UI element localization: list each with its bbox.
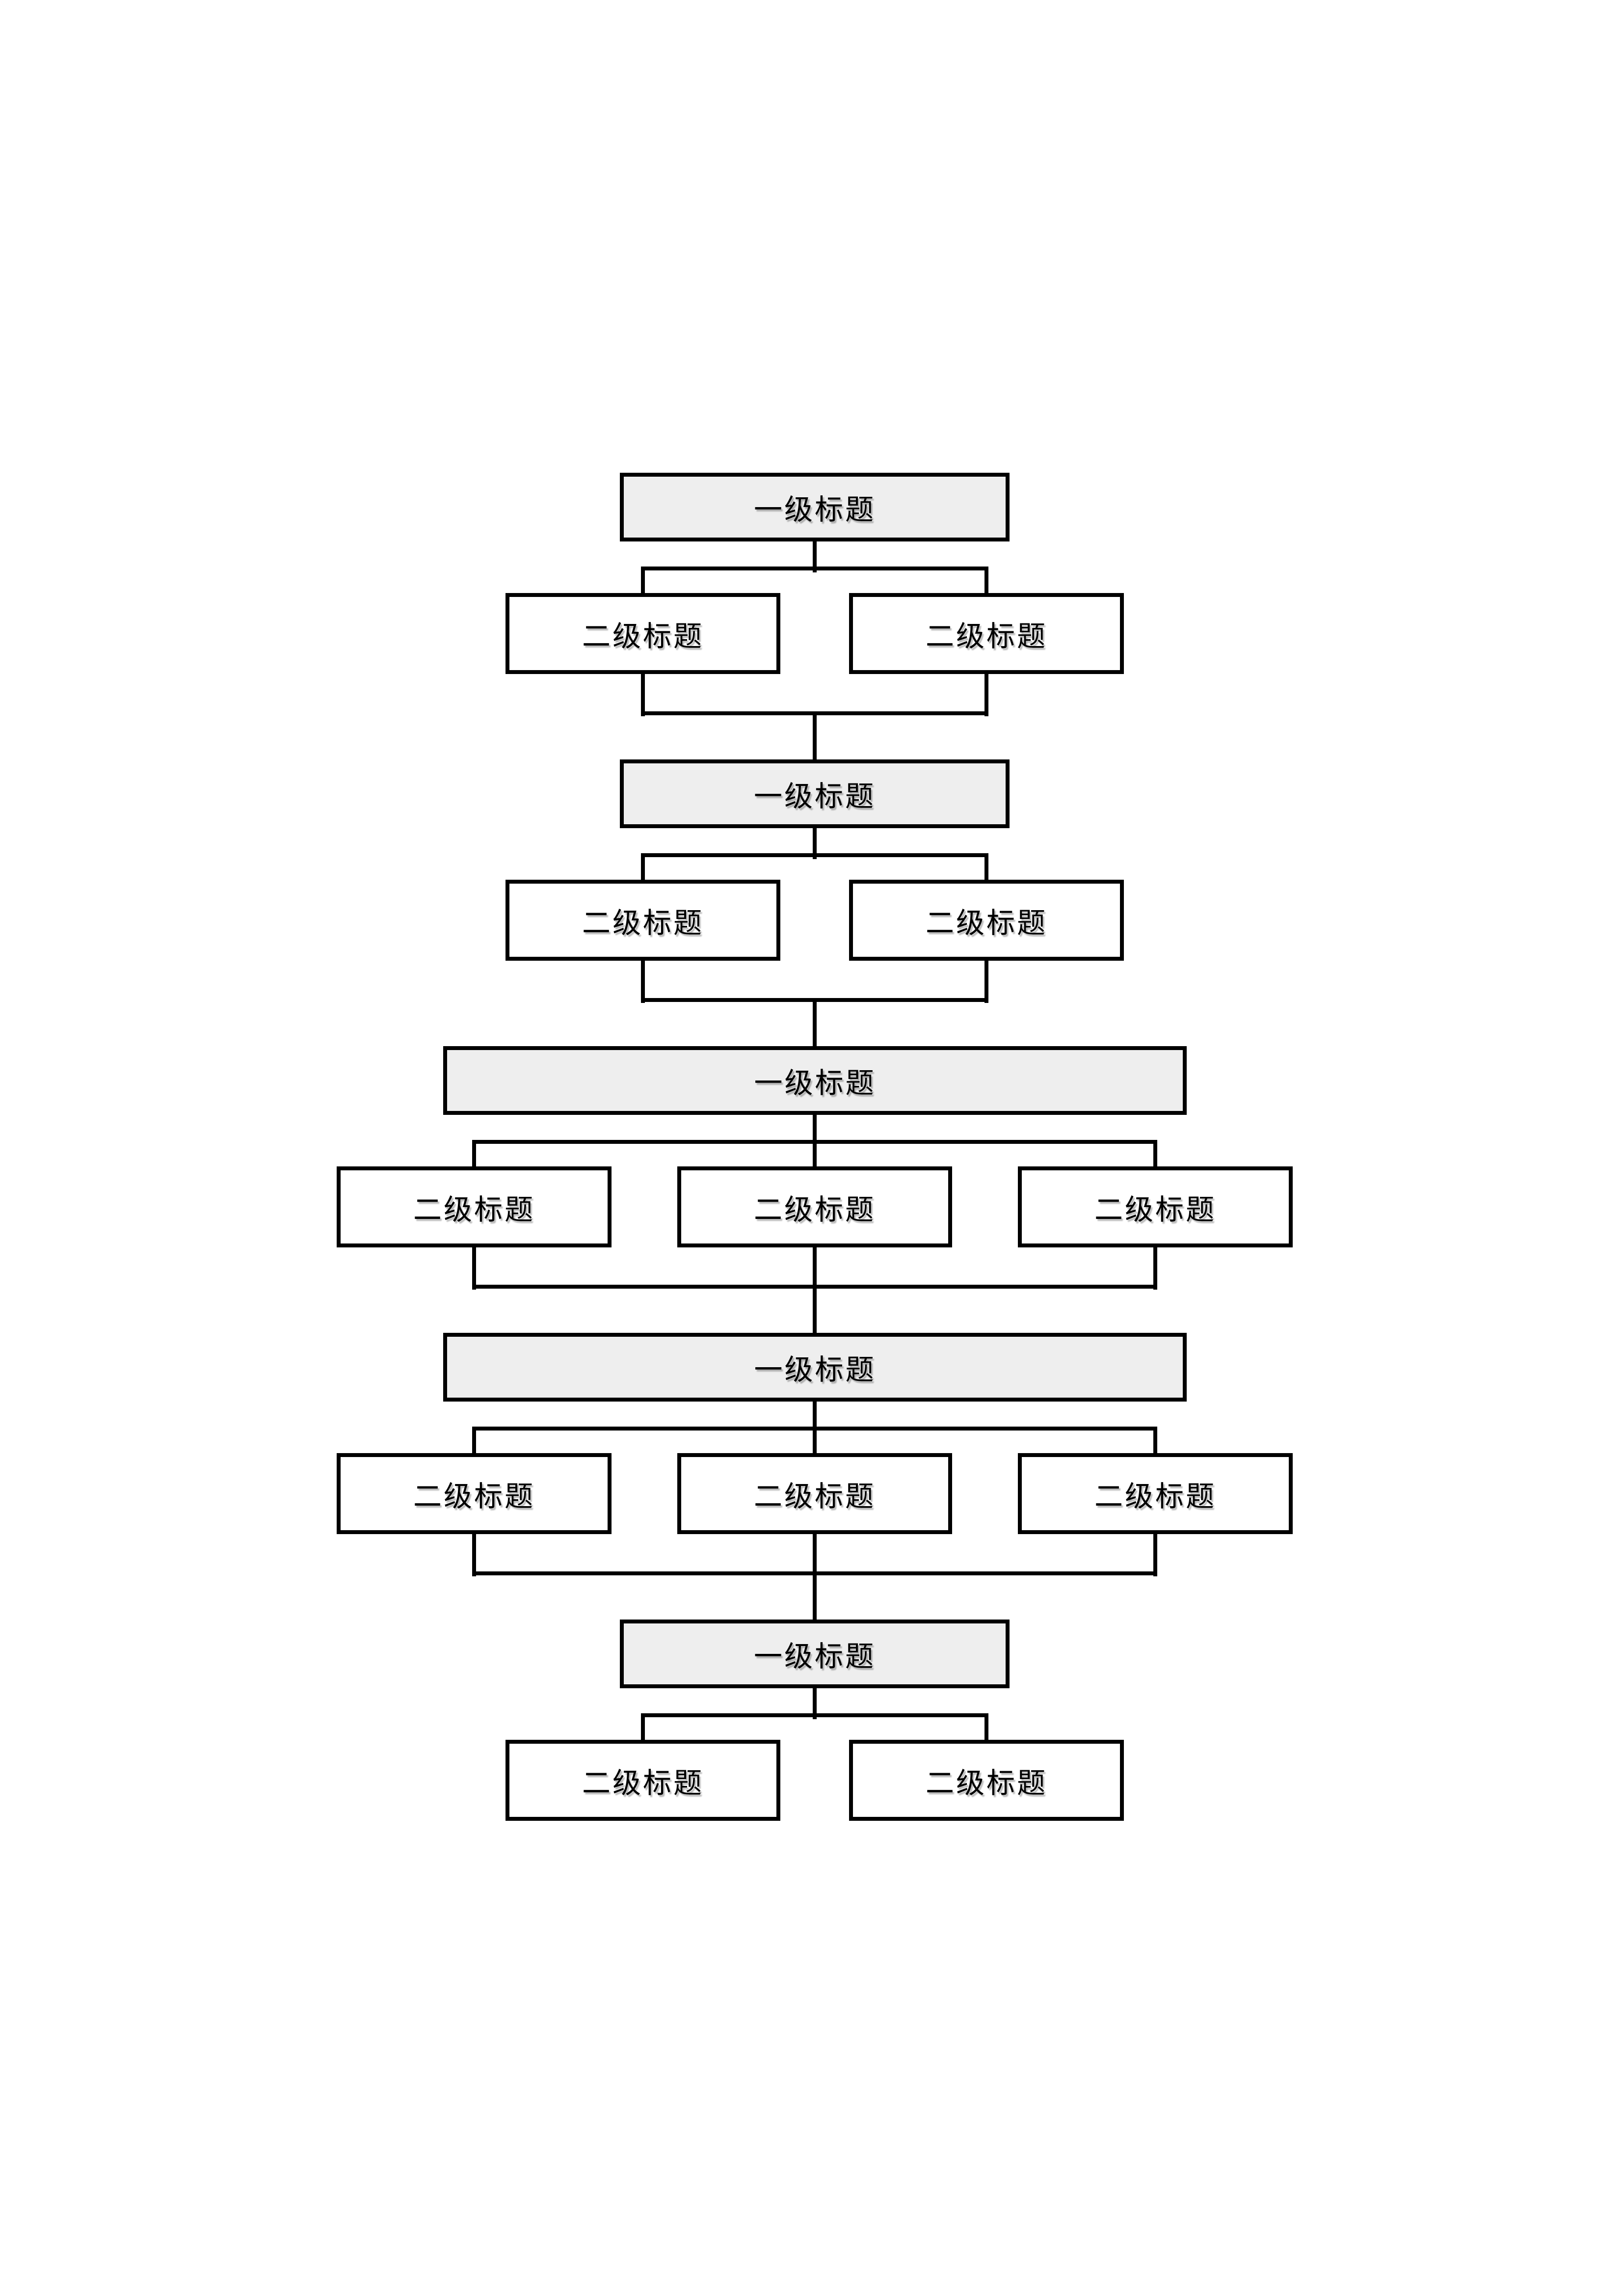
connector-line xyxy=(813,1571,817,1623)
connector-line xyxy=(1153,1140,1157,1170)
level2-box: 二级标题 xyxy=(506,593,780,674)
connector-line xyxy=(472,1140,476,1170)
level2-box: 二级标题 xyxy=(849,1740,1124,1821)
level1-heading-label: 一级标题 xyxy=(753,494,876,526)
level1-heading-label: 一级标题 xyxy=(754,1067,876,1099)
connector-line xyxy=(813,825,817,859)
connector-line xyxy=(813,1140,817,1170)
level2-box: 二级标题 xyxy=(1018,1166,1293,1247)
connector-line xyxy=(813,1398,817,1432)
level2-label: 二级标题 xyxy=(753,1480,876,1513)
connector-line xyxy=(472,1532,476,1576)
connector-line xyxy=(641,567,645,597)
level2-label: 二级标题 xyxy=(413,1193,535,1226)
connector-line xyxy=(813,1532,817,1576)
connector-line xyxy=(641,853,988,857)
level2-box: 二级标题 xyxy=(337,1166,612,1247)
level2-box: 二级标题 xyxy=(337,1453,612,1534)
connector-line xyxy=(641,672,645,716)
level1-heading-box: 一级标题 xyxy=(620,1620,1010,1688)
connector-line xyxy=(984,672,988,716)
level2-label: 二级标题 xyxy=(1094,1480,1216,1513)
connector-line xyxy=(813,711,817,763)
level2-label: 二级标题 xyxy=(925,1767,1047,1799)
level1-heading-box: 一级标题 xyxy=(443,1333,1187,1402)
connector-line xyxy=(813,538,817,572)
level1-heading-label: 一级标题 xyxy=(753,781,876,812)
connector-line xyxy=(1153,1532,1157,1576)
connector-line xyxy=(984,567,988,597)
connector-line xyxy=(641,958,645,1003)
connector-line xyxy=(1153,1427,1157,1457)
connector-line xyxy=(472,1245,476,1290)
level2-box: 二级标题 xyxy=(1018,1453,1293,1534)
connector-line xyxy=(641,853,645,884)
level2-label: 二级标题 xyxy=(753,1193,876,1226)
connector-line xyxy=(813,998,817,1050)
connector-line xyxy=(813,1111,817,1146)
level1-heading-box: 一级标题 xyxy=(620,473,1010,541)
level2-box: 二级标题 xyxy=(849,880,1124,961)
level2-label: 二级标题 xyxy=(582,1767,704,1799)
level1-heading-label: 一级标题 xyxy=(753,1641,876,1673)
level2-label: 二级标题 xyxy=(582,620,704,652)
connector-line xyxy=(641,567,988,570)
connector-line xyxy=(472,1427,476,1457)
level2-box: 二级标题 xyxy=(677,1166,952,1247)
connector-line xyxy=(813,1427,817,1457)
connector-line xyxy=(813,1285,817,1337)
level2-box: 二级标题 xyxy=(506,1740,780,1821)
connector-line xyxy=(641,1713,645,1744)
level2-box: 二级标题 xyxy=(506,880,780,961)
connector-line xyxy=(813,1685,817,1719)
connector-line xyxy=(984,853,988,884)
level2-label: 二级标题 xyxy=(413,1480,535,1513)
level1-heading-box: 一级标题 xyxy=(443,1046,1187,1115)
connector-line xyxy=(641,1713,988,1717)
connector-line xyxy=(1153,1245,1157,1290)
connector-line xyxy=(984,1713,988,1744)
level2-box: 二级标题 xyxy=(677,1453,952,1534)
level2-label: 二级标题 xyxy=(925,620,1047,652)
level1-heading-label: 一级标题 xyxy=(754,1354,876,1386)
level1-heading-box: 一级标题 xyxy=(620,759,1010,828)
level2-label: 二级标题 xyxy=(1094,1193,1216,1226)
level2-label: 二级标题 xyxy=(925,907,1047,939)
connector-line xyxy=(984,958,988,1003)
level2-box: 二级标题 xyxy=(849,593,1124,674)
connector-line xyxy=(813,1245,817,1290)
level2-label: 二级标题 xyxy=(582,907,704,939)
